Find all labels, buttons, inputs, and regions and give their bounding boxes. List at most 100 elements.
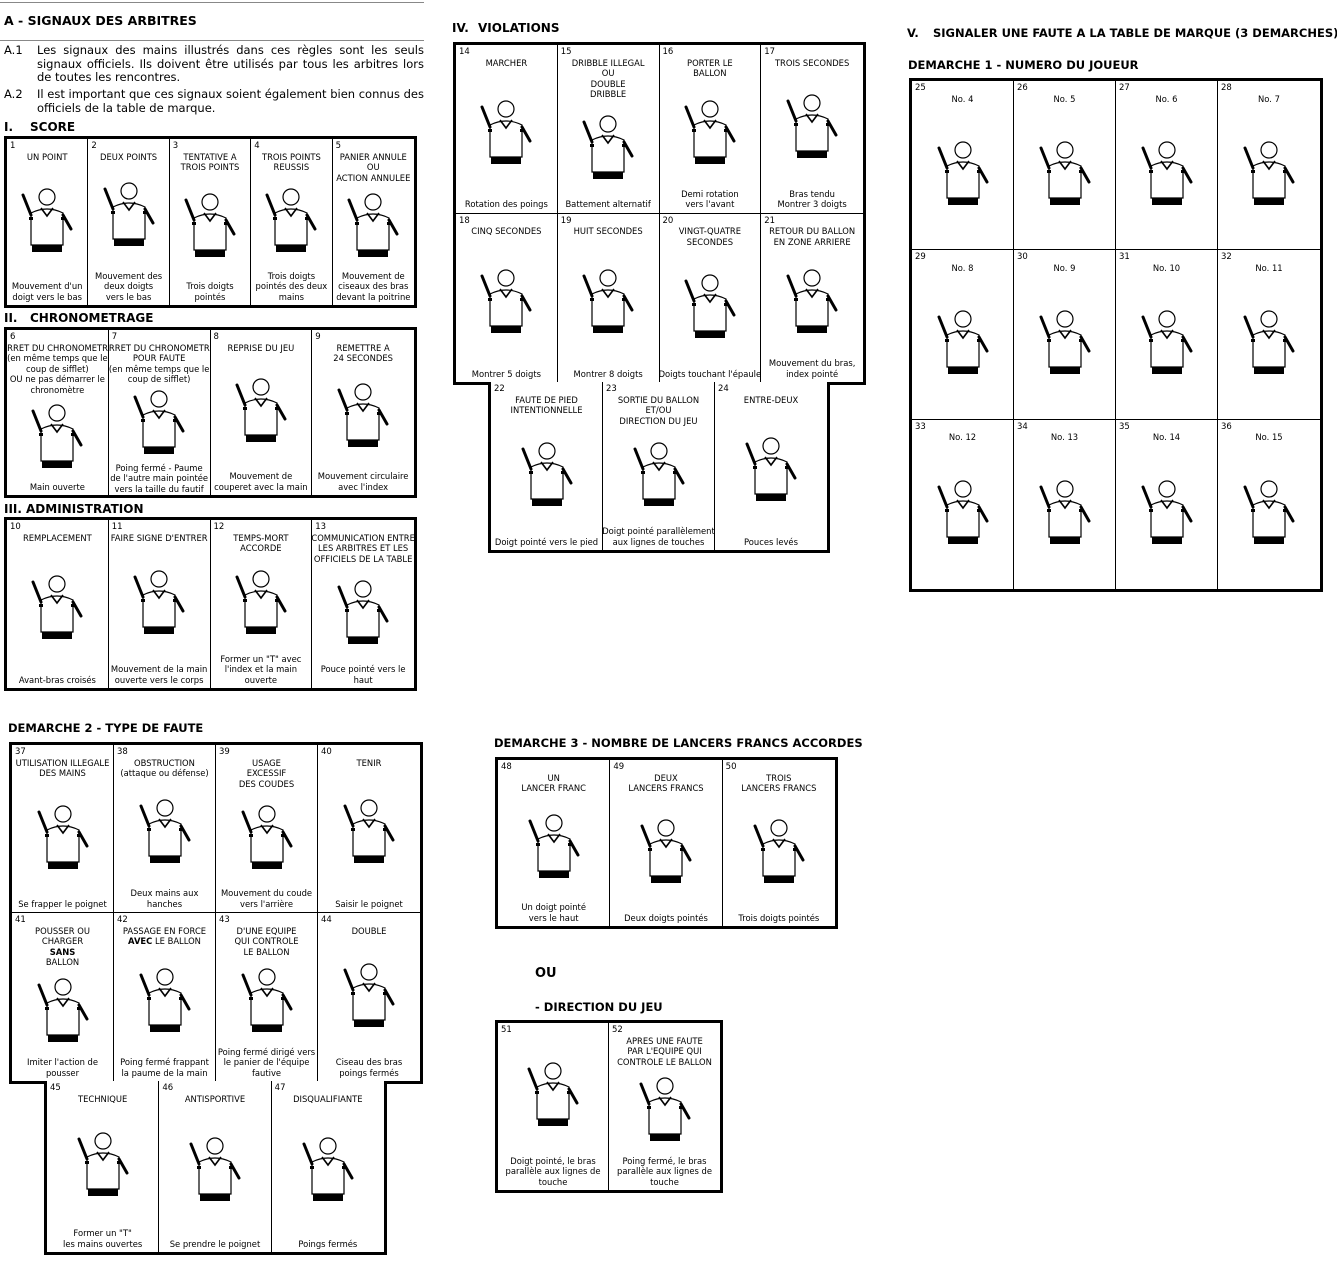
signal-title: No. 4	[950, 94, 976, 105]
heading-ou: OU	[535, 966, 557, 981]
signal-title: TENIR	[355, 758, 384, 769]
signal-caption-line: Poing fermé - Paume	[115, 462, 203, 473]
signal-title-line: DES MAINS	[39, 768, 86, 778]
referee-signal-illustration	[1116, 104, 1217, 246]
signal-caption-line: Rotation des poings	[464, 199, 548, 209]
referee-signal-illustration	[159, 1104, 270, 1239]
signal-number: 30	[1017, 252, 1028, 263]
signal-title: MARCHER	[484, 58, 530, 69]
signal-title-line: TENIR	[356, 757, 382, 768]
paragraph-text: Il est important que ces signaux soient …	[37, 87, 424, 115]
signal-caption	[1267, 246, 1271, 249]
signal-title-line: LANCERS FRANCS	[741, 783, 817, 793]
signal-title-line: PANIER ANNULE	[339, 151, 407, 162]
heading-demarche-3: DEMARCHE 3 - NOMBRE DE LANCERS FRANCS AC…	[494, 736, 863, 750]
signal-caption-line: Mouvement du bras,	[768, 358, 856, 368]
bold-text: SANS	[49, 946, 76, 957]
referee-signal-illustration	[1218, 273, 1320, 415]
signal-title: ARRET DU CHRONOMETRE(en même temps que l…	[7, 343, 108, 396]
signal-caption-line: couperet avec la main	[214, 481, 308, 492]
signal-title-line: (en même temps que le	[108, 363, 210, 374]
signal-title-line: REUSSIS	[273, 162, 310, 172]
referee-signal-illustration	[216, 789, 317, 888]
signal-title-line: DEUX	[654, 772, 678, 783]
paragraph-a2: A.2 Il est important que ces signaux soi…	[4, 87, 424, 115]
signal-caption: Battement alternatif	[563, 199, 652, 213]
referee-signal-illustration	[498, 794, 609, 903]
referee-signal-illustration	[1014, 273, 1115, 415]
signal-number: 37	[15, 747, 26, 757]
signal-title: No. 15	[1253, 432, 1284, 443]
signal-title-line: UN POINT	[26, 151, 68, 162]
signal-caption-line: deux doigts	[104, 281, 154, 291]
signal-title-line: DOUBLE	[590, 78, 626, 89]
signal-number: 19	[560, 215, 572, 226]
signal-title-line: (en même temps que le	[7, 353, 108, 363]
signal-number: 2	[91, 141, 97, 151]
signal-caption-line: Avant-bras croisés	[18, 674, 96, 685]
referee-signal-illustration	[12, 968, 113, 1058]
referee-signal-illustration	[114, 779, 215, 889]
signal-number: 34	[1017, 421, 1028, 432]
signal-number: 50	[725, 762, 737, 772]
signal-title: TECHNIQUE	[76, 1094, 129, 1105]
referee-signal-illustration	[12, 779, 113, 899]
signal-title-line: coup de sifflet)	[26, 363, 89, 374]
referee-signal-illustration	[761, 247, 863, 358]
referee-signal-illustration	[211, 554, 312, 654]
referee-signal-illustration	[318, 768, 420, 899]
signal-title-line: OU	[601, 68, 615, 78]
signal-title-line: TENTATIVE A	[183, 151, 237, 162]
signal-number: 17	[764, 47, 776, 57]
signal-caption-line: ouverte	[244, 674, 278, 685]
signal-title-line: No. 7	[1258, 93, 1280, 104]
signal-number: 16	[662, 47, 674, 57]
signal-title-line: 24 SECONDES	[333, 353, 393, 363]
signal-caption-line: les mains ouvertes	[63, 1238, 143, 1249]
signal-caption-line: Mouvement d'un	[11, 281, 83, 291]
signal-caption-line: Poing fermé dirigé vers	[217, 1046, 316, 1057]
referee-signal-illustration	[610, 794, 721, 913]
signal-caption-line: vers l'arrière	[240, 898, 293, 909]
referee-signal-illustration	[7, 395, 108, 482]
signal-caption-line: Trois doigts	[186, 281, 234, 291]
signal-caption	[1063, 586, 1067, 589]
referee-signal-illustration	[216, 957, 317, 1047]
signal-caption-line: hanches	[146, 898, 183, 909]
signal-caption-line: Se prendre le poignet	[169, 1238, 261, 1249]
signal-number: 42	[117, 915, 128, 925]
signal-caption-line: Imiter l'action de	[26, 1057, 99, 1067]
signal-caption-line: Pouce pointé vers le	[320, 664, 406, 674]
signal-title-line: REMPLACEMENT	[22, 532, 92, 543]
signal-title-line: FAIRE SIGNE D'ENTRER	[110, 532, 208, 543]
signal-caption-line: Montrer 5 doigts	[471, 368, 541, 379]
signal-caption: Deux doigts pointés	[622, 913, 710, 927]
signal-title-line: UN	[547, 772, 560, 783]
referee-signal-illustration	[7, 162, 87, 281]
signal-caption: Se prendre le poignet	[168, 1239, 263, 1253]
signal-caption-line: Saisir le poignet	[335, 898, 403, 909]
signal-title-line: (attaque ou défense)	[120, 768, 209, 778]
signal-caption-line: mains	[278, 291, 305, 302]
signal-title-line: EN ZONE ARRIERE	[773, 236, 851, 247]
signal-title: ENTRE-DEUX	[742, 395, 800, 406]
signal-caption-line: haut	[353, 674, 373, 685]
signal-title-line: No. 6	[1155, 93, 1178, 104]
